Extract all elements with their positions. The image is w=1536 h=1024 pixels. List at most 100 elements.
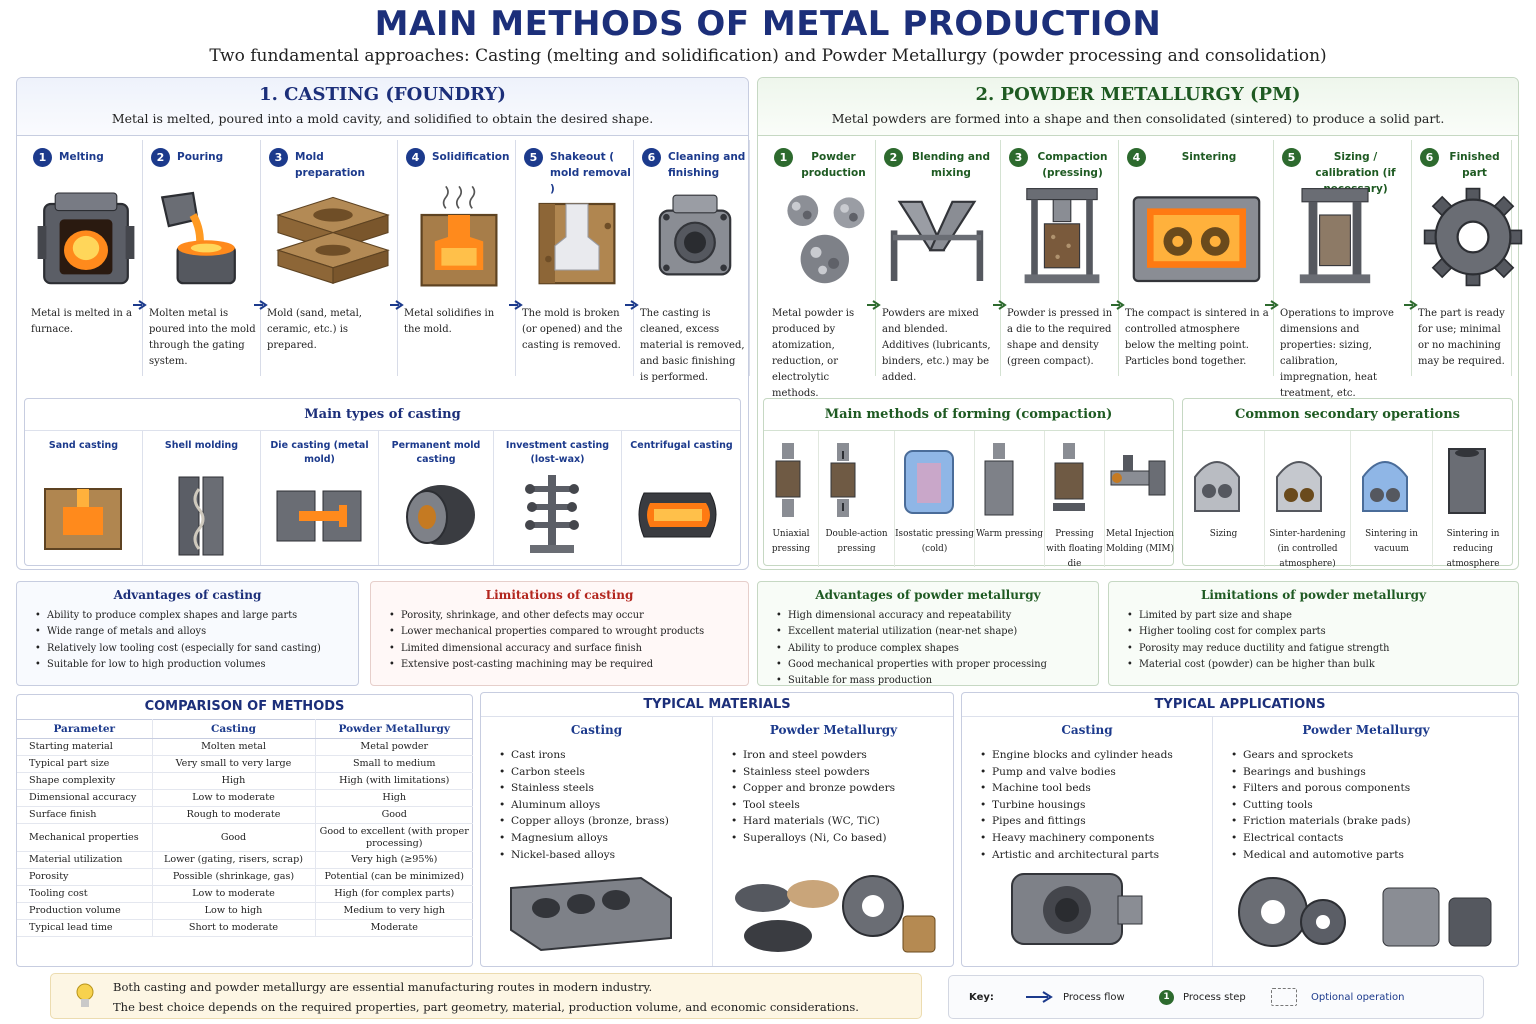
pm-title: 2. POWDER METALLURGY (PM) [975, 84, 1301, 105]
pm-step: 4 Sintering The compact is sintered in a… [1119, 140, 1274, 376]
step-description: Metal is melted in a furnace. [31, 308, 132, 335]
column-header: Casting [1061, 723, 1113, 737]
table-cell: Rough to moderate [152, 806, 316, 824]
key-flow-label: Process flow [1063, 992, 1125, 1003]
table-cell: Short to moderate [152, 919, 316, 937]
casting-step: 4 Solidification Metal solidifies in the… [398, 140, 516, 376]
table-cell: Very small to very large [152, 755, 316, 773]
table-cell: Low to high [152, 902, 316, 920]
casting-type: Centrifugal casting [622, 431, 741, 565]
list-item: Magnesium alloys [499, 830, 712, 847]
list-item: Electrical contacts [1231, 830, 1519, 847]
list-item: Engine blocks and cylinder heads [980, 747, 1212, 764]
die-casting-icon [276, 490, 362, 542]
pm-summary: Metal powders are formed into a shape an… [831, 111, 1445, 126]
mold-icon [276, 196, 390, 284]
list-item: Cast irons [499, 747, 712, 764]
gears-and-bushings-icon [1238, 877, 1492, 947]
process-step-icon: 1 [1159, 990, 1174, 1005]
list-item: Gears and sprockets [1231, 747, 1519, 764]
step-number: 4 [1127, 148, 1146, 167]
table-cell: Tooling cost [17, 885, 153, 903]
secondary-operation-label: Sizing [1209, 529, 1238, 539]
sizing-press-icon [1299, 188, 1371, 284]
secondary-operation-label: Sintering in vacuum [1365, 529, 1418, 554]
list-item: Copper and bronze powders [731, 780, 954, 797]
list-item: Ability to produce complex shapes and la… [35, 608, 358, 625]
step-description: Metal solidifies in the mold. [404, 308, 495, 335]
applications-title: TYPICAL APPLICATIONS [962, 693, 1518, 717]
list-item: Stainless steel powders [731, 764, 954, 781]
uniaxial-press-icon [775, 443, 801, 517]
forming-method: Isostatic pressing (cold) [895, 431, 975, 567]
list-item: Aluminum alloys [499, 797, 712, 814]
list-item: Suitable for low to high production volu… [35, 657, 358, 674]
legend-key: Key: Process flow 1 Process step Optiona… [948, 975, 1484, 1019]
step-number: 2 [151, 148, 170, 167]
materials-title: TYPICAL MATERIALS [481, 693, 953, 717]
column-header: Casting [570, 723, 623, 737]
table-cell: Material utilization [17, 851, 153, 869]
secondary-operation-label: Sinter-hardening (in controlled atmosphe… [1269, 529, 1346, 569]
casting-type-label: Permanent mold casting [391, 440, 481, 465]
step-label: Cleaning and finishing [668, 151, 746, 179]
forming-method: Metal Injection Molding (MIM) [1105, 431, 1175, 567]
step-label: Compaction (pressing) [1037, 151, 1108, 179]
step-number: 2 [884, 148, 903, 167]
casting-limitations: Limitations of casting Porosity, shrinka… [370, 581, 749, 686]
list-item: Suitable for mass production [776, 673, 1098, 690]
sinter-hardening-icon [1276, 461, 1322, 512]
casting-step: 5 Shakeout ( mold removal ) The mold is … [516, 140, 634, 376]
column-header: Parameter [17, 719, 153, 739]
applications-casting-column: Casting Engine blocks and cylinder heads… [962, 717, 1212, 966]
step-number: 1 [33, 148, 52, 167]
table-cell: Surface finish [17, 806, 153, 824]
step-number: 3 [269, 148, 288, 167]
note-line: Both casting and powder metallurgy are e… [113, 980, 653, 994]
list-item: Machine tool beds [980, 780, 1212, 797]
step-number: 4 [406, 148, 425, 167]
table-cell: Good to excellent (with proper processin… [315, 823, 473, 852]
key-step-label: Process step [1183, 992, 1246, 1003]
step-number: 6 [1420, 148, 1439, 167]
list-item: Limited by part size and shape [1127, 608, 1518, 625]
list-item: Medical and automotive parts [1231, 847, 1519, 864]
step-label: Sintering [1181, 151, 1237, 163]
list-item: Pipes and fittings [980, 813, 1212, 830]
column-header: Powder Metallurgy [1302, 723, 1430, 737]
table-cell: Mechanical properties [17, 823, 153, 852]
list-item: Filters and porous components [1231, 780, 1519, 797]
casting-type: Permanent mold casting [379, 431, 494, 565]
list-item: Bearings and bushings [1231, 764, 1519, 781]
pm-step: 1 Powder production Metal powder is prod… [766, 140, 876, 399]
solidifying-mold-icon [420, 185, 498, 287]
casting-type-label: Investment casting (lost-wax) [505, 440, 610, 465]
list-item: Cutting tools [1231, 797, 1519, 814]
list-item: Porosity may reduce ductility and fatigu… [1127, 641, 1518, 658]
pm-advantages-title: Advantages of powder metallurgy [815, 588, 1041, 602]
list-item: Iron and steel powders [731, 747, 954, 764]
step-label: Mold preparation [295, 151, 365, 179]
list-item: Limited dimensional accuracy and surface… [389, 641, 748, 658]
list-item: Carbon steels [499, 764, 712, 781]
casting-summary: Metal is melted, poured into a mold cavi… [111, 111, 654, 126]
furnace-icon [37, 192, 135, 285]
process-flow-arrow [867, 300, 881, 310]
sizing-chamber-icon [1194, 461, 1240, 512]
shell-mold-icon [178, 476, 224, 556]
list-item: Good mechanical properties with proper p… [776, 657, 1098, 674]
process-flow-arrow-icon [1026, 991, 1053, 1003]
step-label: Blending and mixing [911, 151, 991, 179]
list-item: Turbine housings [980, 797, 1212, 814]
pm-secondary-panel: Common secondary operations Sizing Sinte… [1182, 398, 1513, 569]
press-icon [1024, 188, 1100, 284]
optional-operation-icon [1271, 988, 1297, 1006]
casting-steps: 1 Melting Metal is melted in a furnace. … [25, 140, 750, 390]
forming-method-label: Metal Injection Molding (MIM) [1105, 529, 1174, 554]
casting-type-label: Centrifugal casting [630, 440, 733, 451]
pm-steps: 1 Powder production Metal powder is prod… [766, 140, 1523, 399]
step-number: 1 [774, 148, 793, 167]
process-flow-arrow [133, 300, 147, 310]
